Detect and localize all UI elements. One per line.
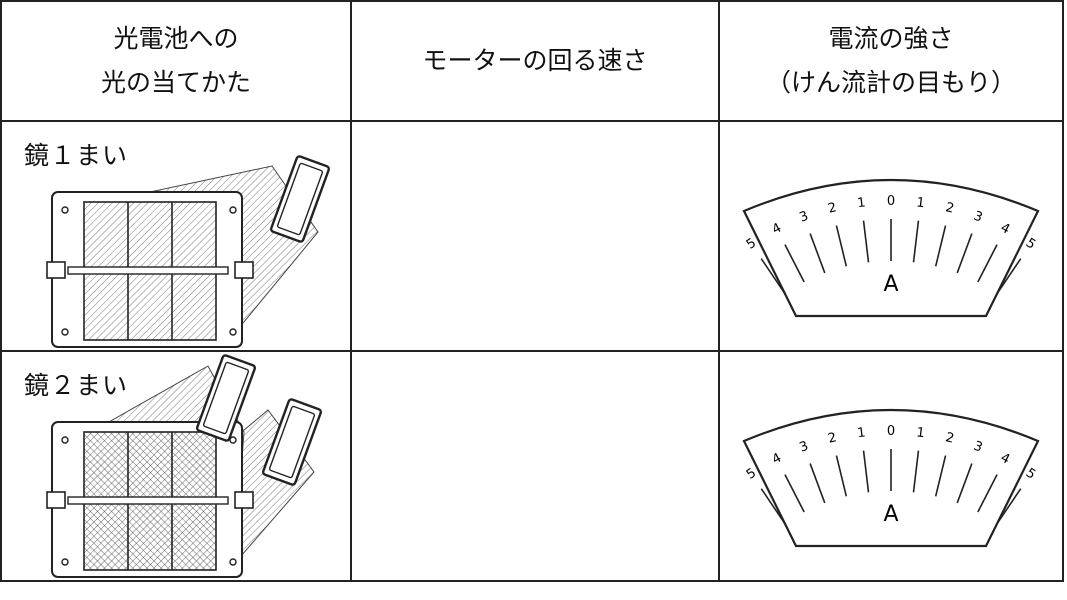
meter-scale-label: 0 xyxy=(887,194,895,209)
terminal-left xyxy=(46,261,66,279)
header-motor-speed-text: モーターの回る速さ xyxy=(422,46,648,75)
meter-scale-tick xyxy=(996,488,1022,524)
header-current: 電流の強さ （けん流計の目もり） xyxy=(718,0,1064,122)
mirror-1 xyxy=(195,354,257,442)
terminal-right xyxy=(234,261,254,279)
meter-scale-label: 2 xyxy=(944,430,956,447)
header-light-method: 光電池への 光の当てかた xyxy=(0,0,352,122)
row-label-one-mirror: 鏡１まい xyxy=(24,141,129,170)
solar-cell-one-mirror-illustration xyxy=(46,155,331,348)
header-light-method-line1: 光電池への xyxy=(113,24,239,53)
meter-scale-tick xyxy=(809,463,826,504)
meter-scale-tick xyxy=(760,488,786,524)
meter-scale-label: 1 xyxy=(856,425,866,441)
cell-two-mirrors-setup: 鏡２まい xyxy=(0,350,352,582)
meter-scale-tick xyxy=(956,463,973,504)
meter-scale-tick xyxy=(977,474,998,513)
meter-scale-tick xyxy=(760,258,786,294)
meter-scale-tick xyxy=(912,450,920,493)
meter-scale-tick xyxy=(835,455,848,497)
cell-one-mirror-motor-speed[interactable] xyxy=(350,120,720,352)
meter-scale-tick xyxy=(809,233,826,274)
meter-scale-label: 0 xyxy=(887,424,895,439)
row-label-two-mirrors: 鏡２まい xyxy=(24,371,129,400)
meter-unit-label: A xyxy=(883,502,898,527)
mirror-2 xyxy=(261,398,323,486)
header-current-line1: 電流の強さ xyxy=(828,24,954,53)
header-light-method-line2: 光の当てかた xyxy=(100,68,251,97)
meter-scale-tick xyxy=(912,220,920,263)
header-motor-speed: モーターの回る速さ xyxy=(350,0,720,122)
meter-scale-label: 1 xyxy=(856,195,866,211)
meter-scale-tick xyxy=(996,258,1022,294)
meter-scale-tick xyxy=(784,474,805,513)
header-row: 光電池への 光の当てかた モーターの回る速さ 電流の強さ （けん流計の目もり） xyxy=(0,0,1064,122)
meter-scale-tick xyxy=(862,220,870,263)
meter-scale-tick xyxy=(862,450,870,493)
experiment-table: 光電池への 光の当てかた モーターの回る速さ 電流の強さ （けん流計の目もり） … xyxy=(0,0,1064,582)
meter-scale-tick xyxy=(835,225,848,267)
meter-scale-label: 1 xyxy=(916,195,926,211)
table-row-two-mirrors: 鏡２まい xyxy=(0,350,1064,582)
meter-scale-label: 2 xyxy=(827,430,839,447)
meter-scale-tick xyxy=(934,225,947,267)
mirror-1 xyxy=(269,155,331,243)
meter-scale-tick xyxy=(956,233,973,274)
meter-scale-tick xyxy=(784,244,805,283)
meter-scale-tick xyxy=(977,244,998,283)
solar-cell-two-mirrors-illustration xyxy=(46,354,323,578)
meter-scale-label: 1 xyxy=(916,425,926,441)
meter-scale-label: 2 xyxy=(944,200,956,217)
table-row-one-mirror: 鏡１まい xyxy=(0,120,1064,352)
cell-one-mirror-setup: 鏡１まい xyxy=(0,120,352,352)
meter-scale-tick xyxy=(934,455,947,497)
cell-two-mirrors-motor-speed[interactable] xyxy=(350,350,720,582)
meter-scale-label: 2 xyxy=(827,200,839,217)
meter-unit-label: A xyxy=(883,272,898,297)
header-current-line2: （けん流計の目もり） xyxy=(765,68,1016,97)
